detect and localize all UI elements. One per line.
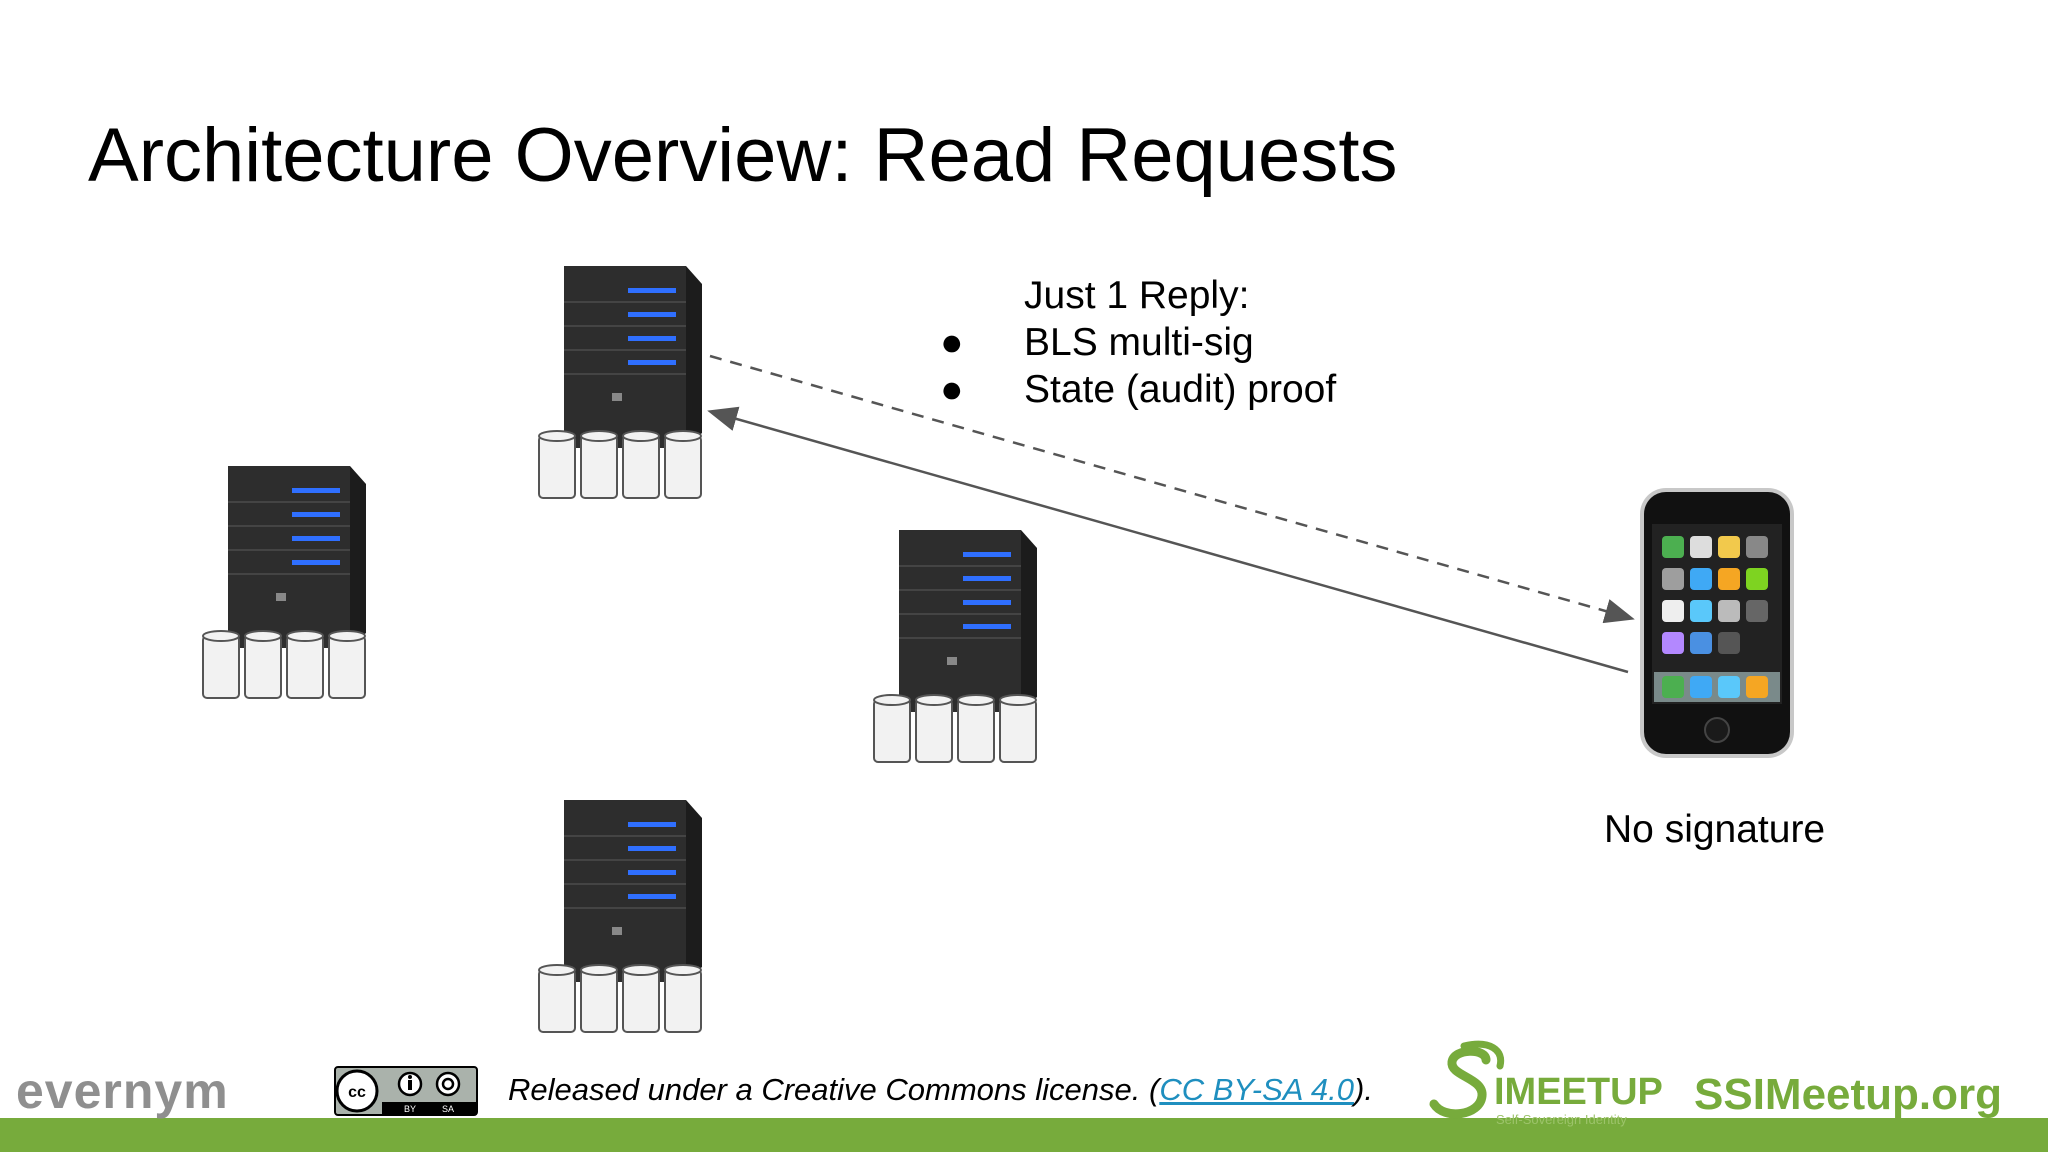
evernym-logo-text: evernym [16,1063,229,1119]
read-request-arrow [707,406,1629,674]
server-icon [228,466,366,648]
ssi-logo-tagline: Self-Sovereign Identity [1496,1112,1627,1127]
reply-bullet-item: ● State (audit) proof [940,366,1336,413]
server-node-bottom [538,800,702,1033]
reply-bullet-text: BLS multi-sig [1024,321,1254,364]
ssimeetup-logo: IMEETUP Self-Sovereign Identity [1429,1040,1663,1127]
ssi-logo-text: IMEETUP [1494,1071,1663,1113]
ssi-site-text: SSIMeetup.org [1694,1070,2003,1119]
reply-heading: Just 1 Reply: [1024,274,1250,317]
disk-array-icon [538,430,702,499]
license-suffix: ). [1354,1072,1373,1107]
evernym-logo: evernym [16,1062,229,1120]
reply-bullet-text: State (audit) proof [1024,368,1337,411]
disk-array-icon [873,694,1037,763]
client-phone-icon [1640,488,1794,758]
server-icon [899,530,1037,712]
server-icon [564,800,702,982]
server-node-middle [873,530,1037,763]
cc-by-label: BY [404,1104,416,1114]
license-text: Released under a Creative Commons licens… [508,1072,1373,1108]
disk-array-icon [202,630,366,699]
disk-array-icon [538,964,702,1033]
footer-accent-bar [0,1118,2048,1152]
client-label: No signature [1604,808,1826,851]
bullet-glyph: ● [940,368,964,411]
reply-annotation: Just 1 Reply: ● BLS multi-sig ● State (a… [940,272,1336,413]
svg-text:cc: cc [348,1084,366,1101]
ssi-swirl-icon [1429,1046,1491,1119]
cc-license-badge-icon: cc BY SA [334,1066,478,1116]
reply-bullet-item: ● BLS multi-sig [940,319,1336,366]
bullet-glyph: ● [940,321,964,364]
cc-sa-label: SA [442,1104,454,1114]
server-node-left [202,466,366,699]
license-link[interactable]: CC BY-SA 4.0 [1159,1072,1354,1107]
server-node-top [538,266,702,499]
page-title: Architecture Overview: Read Requests [88,113,1398,198]
server-icon [564,266,702,448]
license-prefix: Released under a Creative Commons licens… [508,1072,1160,1107]
